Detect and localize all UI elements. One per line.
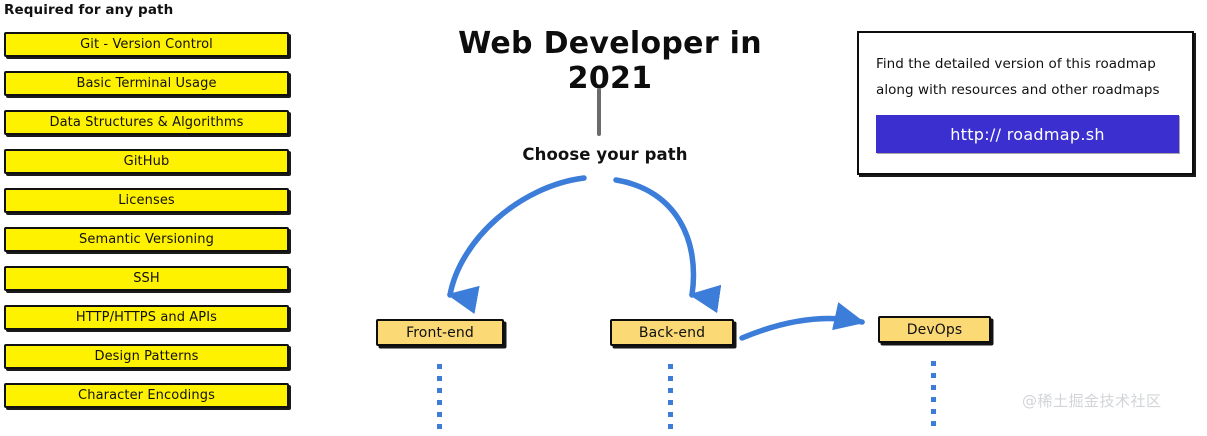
required-item-label: Basic Terminal Usage [76, 76, 217, 91]
choose-your-path-label: Choose your path [522, 145, 688, 164]
required-item-http-apis[interactable]: HTTP/HTTPS and APIs [4, 305, 289, 330]
roadmap-link-label: http:// roadmap.sh [950, 124, 1105, 144]
roadmap-link-button[interactable]: http:// roadmap.sh [876, 115, 1179, 153]
required-item-label: HTTP/HTTPS and APIs [75, 310, 218, 325]
required-item-github[interactable]: GitHub [4, 149, 289, 174]
watermark: @稀土掘金技术社区 [1022, 392, 1162, 410]
required-item-label: SSH [133, 271, 160, 286]
required-item-git[interactable]: Git - Version Control [4, 32, 289, 57]
roadmap-info-box: Find the detailed version of this roadma… [857, 31, 1194, 175]
dotted-trail-devops [931, 361, 936, 433]
path-node-backend[interactable]: Back-end [610, 319, 734, 346]
required-item-ssh[interactable]: SSH [4, 266, 289, 291]
required-item-label: Git - Version Control [80, 37, 213, 52]
required-item-label: Semantic Versioning [79, 232, 214, 247]
path-node-label: Back-end [638, 324, 706, 341]
page-title: Web Developer in 2021 [458, 26, 762, 96]
required-items-list: Git - Version Control Basic Terminal Usa… [4, 32, 291, 422]
arrow-backend-to-devops [739, 302, 866, 341]
required-item-semver[interactable]: Semantic Versioning [4, 227, 289, 252]
arrow-choose-to-backend [613, 177, 722, 314]
required-item-design-patterns[interactable]: Design Patterns [4, 344, 289, 369]
required-panel-heading: Required for any path [4, 2, 174, 18]
dotted-trail-backend [668, 364, 673, 436]
path-node-devops[interactable]: DevOps [878, 316, 991, 343]
required-item-terminal[interactable]: Basic Terminal Usage [4, 71, 289, 96]
path-node-label: DevOps [906, 321, 963, 338]
required-item-label: Character Encodings [78, 388, 215, 403]
required-item-label: GitHub [123, 154, 170, 169]
path-node-frontend[interactable]: Front-end [376, 319, 504, 346]
roadmap-info-text: Find the detailed version of this roadma… [876, 56, 1160, 98]
arrow-choose-to-frontend [446, 175, 587, 315]
required-item-label: Data Structures & Algorithms [49, 115, 244, 130]
path-node-label: Front-end [406, 324, 474, 341]
required-item-label: Licenses [118, 193, 175, 208]
required-item-licenses[interactable]: Licenses [4, 188, 289, 213]
title-connector-line [597, 88, 601, 136]
required-item-dsa[interactable]: Data Structures & Algorithms [4, 110, 289, 135]
required-item-character-encodings[interactable]: Character Encodings [4, 383, 289, 408]
required-item-label: Design Patterns [94, 349, 199, 364]
dotted-trail-frontend [437, 364, 442, 436]
required-path-panel: Required for any path Git - Version Cont… [0, 0, 300, 436]
